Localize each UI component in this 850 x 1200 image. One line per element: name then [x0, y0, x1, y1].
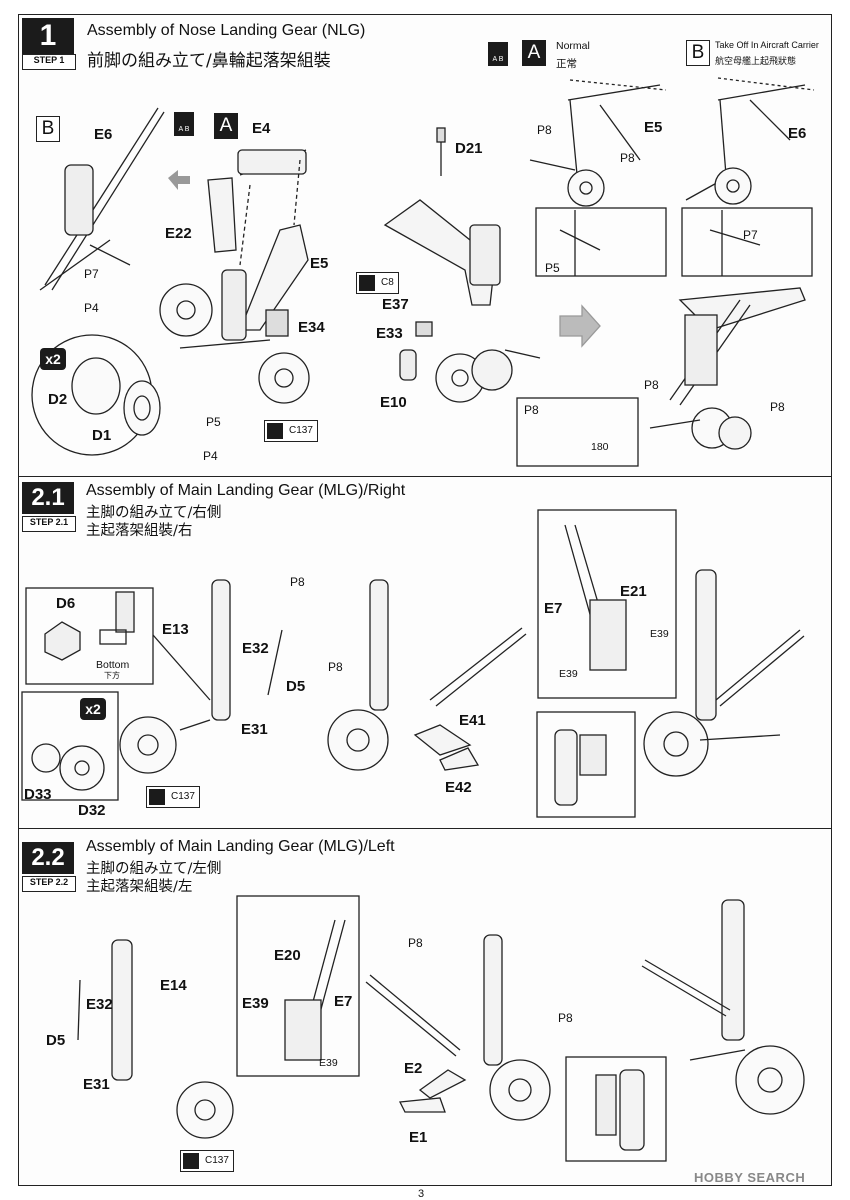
part-label-d32: D32 [78, 802, 106, 819]
part-label-e5: E5 [310, 255, 329, 272]
part-label-d2: D2 [48, 391, 68, 408]
variant-b-label-jp: 航空母艦上起飛狀態 [715, 57, 797, 67]
part-label-p8: P8 [408, 936, 423, 950]
step-title-jp: 前脚の組み立て/鼻輪起落架組裝 [87, 51, 331, 71]
part-label-e32: E32 [86, 996, 113, 1013]
step-number: 1 [22, 18, 74, 54]
step-title-en: Assembly of Main Landing Gear (MLG)/Righ… [86, 482, 406, 499]
part-label-e39: E39 [319, 1057, 338, 1069]
part-label-e6: E6 [94, 126, 113, 143]
part-label-p8: P8 [524, 403, 539, 417]
page-number: 3 [418, 1188, 425, 1200]
part-label-e4: E4 [252, 120, 271, 137]
paint-code-c137: C137 [264, 420, 318, 442]
variant-b-badge: B [686, 40, 710, 66]
step-title-jp2: 主起落架組裝/右 [86, 523, 193, 539]
part-label-e41: E41 [459, 712, 486, 729]
part-label-e14: E14 [160, 977, 187, 994]
part-label-e39: E39 [650, 628, 669, 640]
variant-a-badge: A [214, 113, 238, 139]
part-label-d5: D5 [286, 678, 306, 695]
part-label-p8: P8 [620, 151, 635, 165]
variant-b-badge: B [36, 116, 60, 142]
quantity-badge: x2 [40, 348, 66, 370]
part-label-e34: E34 [298, 319, 325, 336]
step-label: STEP 2.2 [22, 876, 76, 892]
part-label-d5: D5 [46, 1032, 66, 1049]
part-label-e39: E39 [242, 995, 269, 1012]
step-divider [18, 476, 832, 477]
ab-choice-icon: A B [174, 112, 194, 136]
variant-a-badge: A [522, 40, 546, 66]
part-label-d1: D1 [92, 427, 112, 444]
part-label-e39: E39 [559, 668, 578, 680]
part-label-p7: P7 [743, 228, 758, 242]
part-label-p5: P5 [545, 261, 560, 275]
step-label: STEP 1 [22, 54, 76, 70]
variant-a-label: Normal [556, 40, 590, 52]
part-label-d6: D6 [56, 595, 76, 612]
part-label-e13: E13 [162, 621, 189, 638]
part-label-e7: E7 [334, 993, 353, 1010]
step-label: STEP 2.1 [22, 516, 76, 532]
part-label-e5: E5 [644, 119, 663, 136]
part-label-p8: P8 [290, 575, 305, 589]
paint-code-c137: C137 [180, 1150, 234, 1172]
part-label-d21: D21 [455, 140, 483, 157]
part-label-p8: P8 [770, 400, 785, 414]
part-label-e7: E7 [544, 600, 563, 617]
part-label-p4: P4 [84, 301, 99, 315]
part-label-e21: E21 [620, 583, 647, 600]
part-label-p8: P8 [537, 123, 552, 137]
ab-choice-icon: A B [488, 42, 508, 66]
step-title-en: Assembly of Nose Landing Gear (NLG) [87, 22, 366, 39]
part-label-e42: E42 [445, 779, 472, 796]
part-label-e37: E37 [382, 296, 409, 313]
part-label-e32: E32 [242, 640, 269, 657]
part-label-p8: P8 [558, 1011, 573, 1025]
part-label-e2: E2 [404, 1060, 423, 1077]
step-title-jp2: 主起落架組裝/左 [86, 879, 193, 895]
quantity-badge: x2 [80, 698, 106, 720]
bottom-label: Bottom [96, 659, 130, 671]
variant-b-label: Take Off In Aircraft Carrier [715, 40, 819, 50]
paint-code-c8: C8 [356, 272, 399, 294]
bottom-label-jp: 下方 [104, 671, 120, 680]
part-label-p8: P8 [644, 378, 659, 392]
part-label-p5: P5 [206, 415, 221, 429]
variant-a-label-jp: 正常 [556, 58, 577, 70]
part-label-e20: E20 [274, 947, 301, 964]
part-label-d33: D33 [24, 786, 52, 803]
watermark-logo: HOBBY SEARCH [694, 1170, 806, 1185]
step-divider [18, 828, 832, 829]
step-title-jp: 主脚の組み立て/右側 [86, 505, 222, 521]
rotation-label: 180 [591, 441, 609, 453]
part-label-e22: E22 [165, 225, 192, 242]
part-label-e10: E10 [380, 394, 407, 411]
step-number: 2.1 [22, 482, 74, 514]
part-label-p8: P8 [328, 660, 343, 674]
part-label-e31: E31 [83, 1076, 110, 1093]
part-label-e33: E33 [376, 325, 403, 342]
part-label-e31: E31 [241, 721, 268, 738]
part-label-e6: E6 [788, 125, 807, 142]
paint-code-c137: C137 [146, 786, 200, 808]
step-number: 2.2 [22, 842, 74, 874]
part-label-p4: P4 [203, 449, 218, 463]
step-title-en: Assembly of Main Landing Gear (MLG)/Left [86, 838, 395, 855]
step-title-jp: 主脚の組み立て/左側 [86, 861, 222, 877]
part-label-p7: P7 [84, 267, 99, 281]
part-label-e1: E1 [409, 1129, 428, 1146]
